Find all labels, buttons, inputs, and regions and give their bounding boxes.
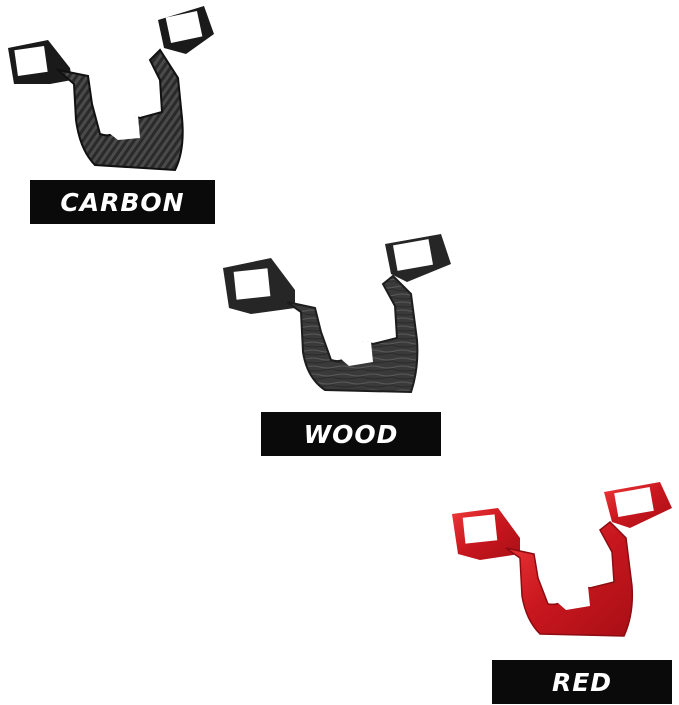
variant-label: WOOD — [261, 412, 441, 456]
variant-label: RED — [492, 660, 672, 704]
red-trim-image — [452, 482, 672, 637]
carbon-trim-image — [8, 6, 214, 172]
variant-carbon: CARBON — [0, 0, 230, 230]
wood-trim-image — [223, 234, 451, 394]
variant-wood: WOOD — [215, 228, 475, 463]
variant-label: CARBON — [30, 180, 215, 224]
variant-red: RED — [440, 478, 679, 705]
